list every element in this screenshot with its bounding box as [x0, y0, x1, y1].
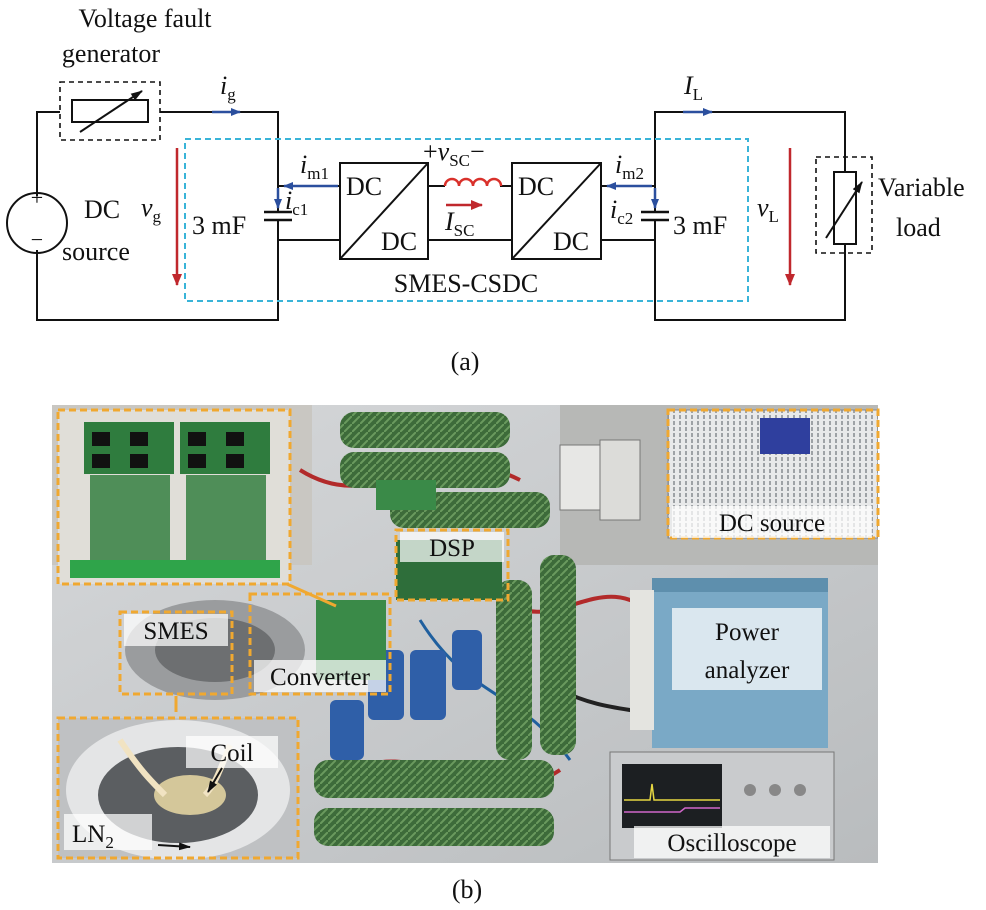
right-dcdc-converter: DC DC — [511, 162, 602, 260]
load-resistor-coils — [314, 412, 576, 846]
ln2-pointer-arrow — [157, 842, 191, 851]
label-dc-source: DC source — [719, 510, 825, 537]
caption-b: (b) — [452, 875, 482, 904]
im2-label: im2 — [615, 150, 644, 183]
ic1-label: ic1 — [285, 186, 308, 219]
smes-csdc-box — [184, 138, 749, 302]
dc-source-label-line1: DC — [84, 195, 120, 224]
label-coil: Coil — [210, 740, 253, 767]
caption-a: (a) — [451, 347, 480, 376]
vg-label: vg — [141, 193, 162, 226]
left-capacitor-symbol — [264, 210, 292, 232]
label-dsp: DSP — [429, 535, 475, 562]
label-oscilloscope: Oscilloscope — [667, 830, 796, 857]
left-dcdc-converter: DC DC — [339, 162, 429, 260]
label-ln2: LN2 — [72, 821, 114, 852]
iL-label: IL — [683, 71, 703, 104]
voltage-fault-generator-symbol — [59, 81, 161, 141]
vL-label: vL — [757, 193, 779, 226]
label-power-analyzer-line2: analyzer — [705, 657, 790, 684]
left-converter-bottom-label: DC — [381, 227, 417, 256]
circuit-diagram: + − Voltage fault generator ig DC source… — [6, 4, 965, 376]
source-plus-sign: + — [31, 185, 43, 210]
variable-load-label-line2: load — [896, 213, 941, 242]
source-minus-sign: − — [31, 227, 43, 252]
voltage-fault-label-line1: Voltage fault — [78, 4, 212, 33]
smes-csdc-label: SMES-CSDC — [394, 269, 539, 298]
ic2-label: ic2 — [610, 195, 633, 228]
im1-label: im1 — [300, 150, 329, 183]
left-converter-top-label: DC — [346, 172, 382, 201]
coil-pointer-arrow — [207, 767, 223, 793]
ig-label: ig — [220, 71, 236, 104]
label-power-analyzer-line1: Power — [715, 619, 780, 646]
vsc-label: +vSC− — [423, 137, 485, 170]
sc-inductor-symbol — [443, 177, 503, 187]
dc-source-symbol: + − — [6, 185, 68, 254]
label-smes: SMES — [143, 618, 208, 645]
isc-label: ISC — [444, 207, 474, 240]
right-cap-value: 3 mF — [673, 211, 727, 240]
dc-source-label-line2: source — [62, 237, 130, 266]
circuit-wires — [36, 111, 846, 321]
voltage-fault-label-line2: generator — [62, 39, 161, 68]
variable-load-label-line1: Variable — [878, 173, 965, 202]
right-converter-bottom-label: DC — [553, 227, 589, 256]
right-converter-top-label: DC — [518, 172, 554, 201]
label-converter: Converter — [270, 664, 371, 691]
experimental-setup-photo: DC source DSP SMES Converter Power analy… — [52, 405, 880, 904]
boards-to-converter-connector — [286, 582, 337, 608]
right-capacitor-symbol — [641, 210, 669, 232]
left-cap-value: 3 mF — [192, 211, 246, 240]
converter-boards-inset — [58, 410, 290, 584]
variable-load-symbol — [815, 156, 873, 254]
